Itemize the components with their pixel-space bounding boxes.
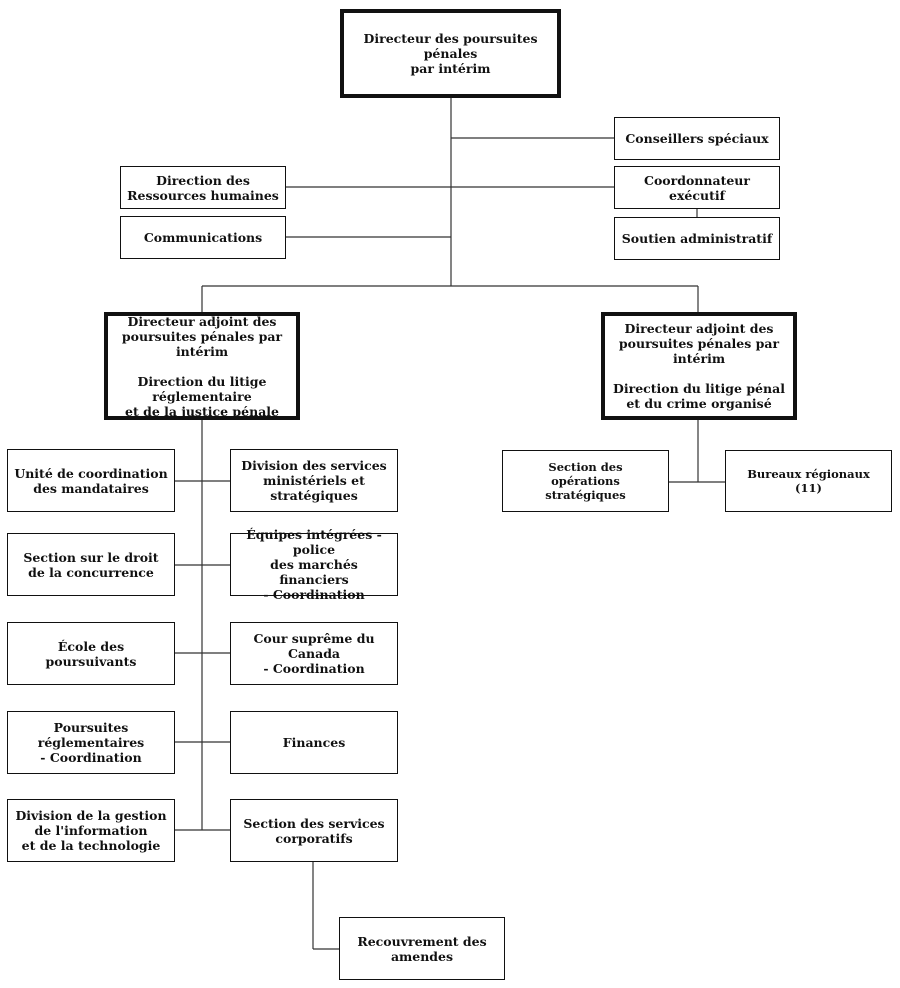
special-advisors-box: Conseillers spéciaux — [614, 117, 780, 160]
unit-integrated-teams: Équipes intégrées - police des marchés f… — [230, 527, 398, 602]
deputy-criminal-box: Directeur adjoint des poursuites pénales… — [601, 312, 797, 420]
unit-competition-law: Section sur le droit de la concurrence — [7, 533, 175, 596]
unit-regulatory-prosecutions: Poursuites réglementaires - Coordination — [7, 711, 175, 774]
unit-finances: Finances — [230, 711, 398, 774]
fines-recovery-box: Recouvrement des amendes — [339, 917, 505, 980]
admin-support-box: Soutien administratif — [614, 217, 780, 260]
communications-box: Communications — [120, 216, 286, 259]
unit-prosecutor-school: École des poursuivants — [7, 622, 175, 685]
executive-coordinator-box: Coordonnateur exécutif — [614, 166, 780, 209]
unit-supreme-court: Cour suprême du Canada - Coordination — [230, 622, 398, 685]
strategic-operations-box: Section des opérations stratégiques — [502, 450, 669, 512]
unit-corporate-services: Section des services corporatifs — [230, 799, 398, 862]
regional-offices-box: Bureaux régionaux (11) — [725, 450, 892, 512]
deputy-regulatory-box: Directeur adjoint des poursuites pénales… — [104, 312, 300, 420]
unit-im-it: Division de la gestion de l'information … — [7, 799, 175, 862]
unit-departmental-services: Division des services ministériels et st… — [230, 449, 398, 512]
director-box: Directeur des poursuites pénales par int… — [340, 9, 561, 98]
unit-agent-coordination: Unité de coordination des mandataires — [7, 449, 175, 512]
hr-box: Direction des Ressources humaines — [120, 166, 286, 209]
